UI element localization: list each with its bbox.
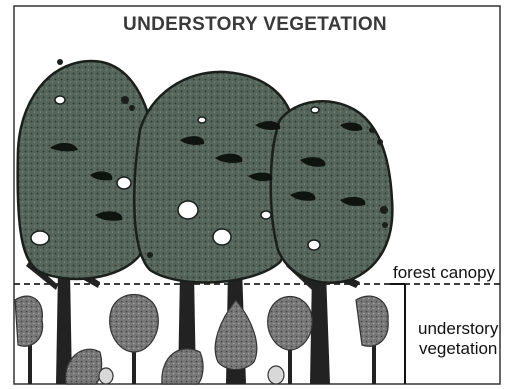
understory-label: understory vegetation — [418, 319, 498, 359]
understory-tree — [110, 295, 159, 385]
understory-tree — [215, 300, 257, 384]
understory-tree — [15, 296, 43, 384]
diagram-title: UNDERSTORY VEGETATION — [0, 14, 510, 36]
understory-bracket — [390, 284, 405, 384]
understory-label-line1: understory — [418, 319, 498, 339]
understory-label-line2: vegetation — [418, 339, 498, 359]
understory-tree — [356, 296, 388, 384]
forest-canopy-label: forest canopy — [393, 263, 495, 283]
canopy-crowns — [18, 61, 393, 283]
